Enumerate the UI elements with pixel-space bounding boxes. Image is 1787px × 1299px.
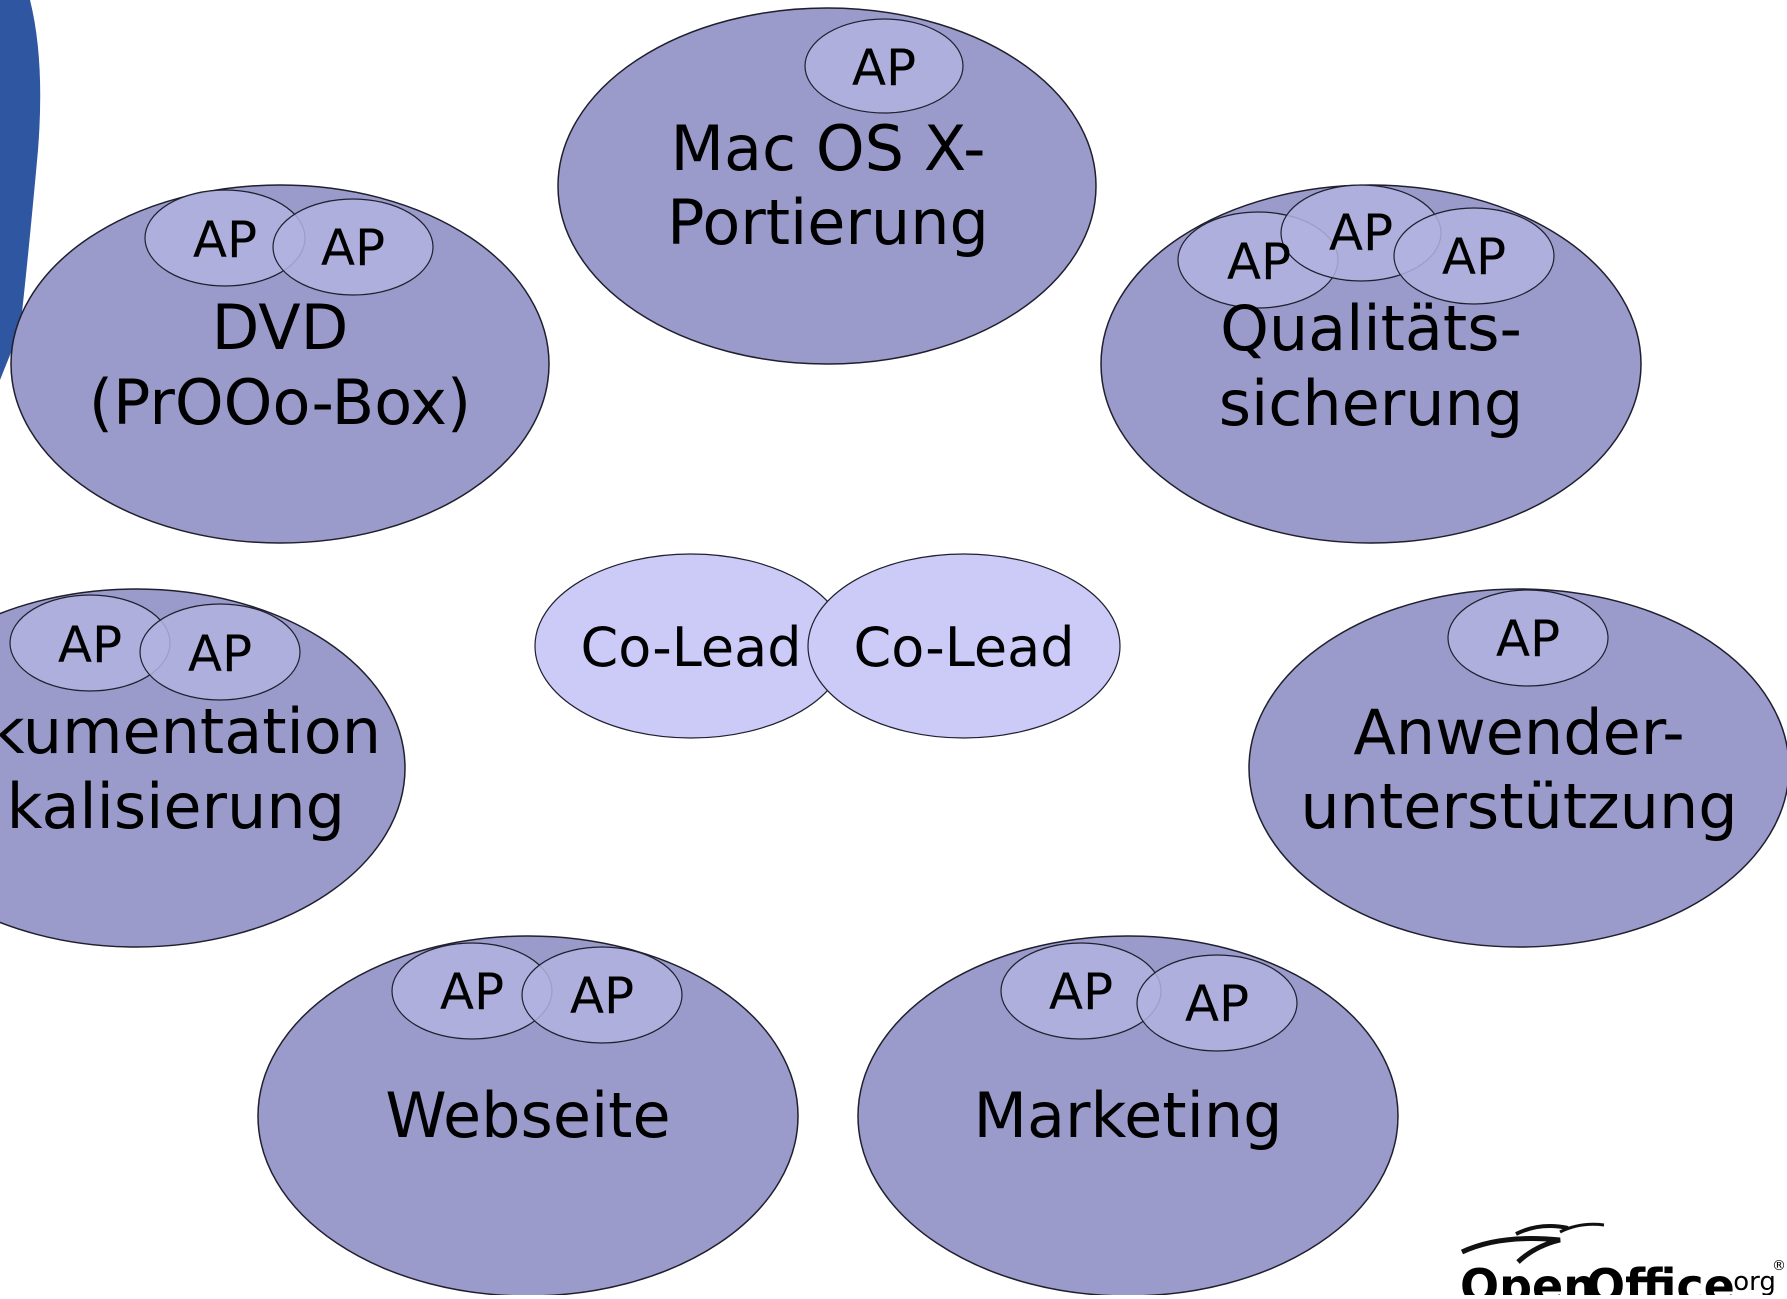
team-name-line-2: Portierung — [667, 186, 989, 259]
co-leads: Co-Lead Co-Lead — [534, 553, 1121, 739]
team-name-line-2: unterstützung — [1300, 770, 1737, 843]
team-name-line-2: (PrOOo-Box) — [89, 366, 471, 439]
team-support-ellipse — [1248, 588, 1787, 948]
ap-ellipse — [804, 18, 964, 114]
ap-ellipse — [139, 603, 301, 701]
co-lead-right-label: Co-Lead — [854, 616, 1075, 679]
ap-label: AP — [1185, 975, 1249, 1033]
co-lead-right-ellipse — [807, 553, 1121, 739]
ap-label: AP — [1442, 228, 1506, 286]
team-marketing: AP AP Marketing — [857, 935, 1399, 1297]
ap-label: AP — [1329, 204, 1393, 262]
team-mac-os-x: AP Mac OS X- Portierung — [557, 7, 1097, 365]
team-name-line-1: Anwender- — [1353, 696, 1684, 769]
ap-label: AP — [58, 616, 122, 674]
ap-label: AP — [1227, 233, 1291, 291]
team-name-line-1: kumentation — [0, 695, 381, 768]
ap-label: AP — [852, 39, 916, 97]
logo-word-office: Office — [1586, 1259, 1735, 1295]
team-name-line-1: Qualitäts- — [1220, 292, 1522, 365]
team-user-support: AP Anwender- unterstützung — [1248, 588, 1787, 948]
ap-label: AP — [321, 219, 385, 277]
team-name-line-1: Mac OS X- — [671, 112, 986, 185]
openoffice-logo: Open Office .org ® — [1460, 1222, 1786, 1299]
ap-label: AP — [188, 625, 252, 683]
team-dvd: AP AP DVD (PrOOo-Box) — [10, 184, 550, 544]
ap-label: AP — [570, 967, 634, 1025]
logo-registered-mark: ® — [1772, 1258, 1786, 1274]
team-name-line-1: Marketing — [973, 1079, 1282, 1152]
ap-ellipse — [1393, 207, 1555, 305]
team-name-line-2: kalisierung — [7, 770, 345, 843]
ap-ellipse — [1136, 954, 1298, 1052]
team-website: AP AP Webseite — [257, 935, 799, 1297]
logo-word-open: Open — [1460, 1259, 1596, 1295]
ap-ellipse — [521, 946, 683, 1044]
ap-label: AP — [440, 963, 504, 1021]
side-band-decoration — [0, 0, 41, 380]
team-name-line-1: Webseite — [385, 1079, 670, 1152]
ap-ellipse — [272, 198, 434, 296]
birds-icon — [1460, 1222, 1605, 1264]
team-name-line-2: sicherung — [1219, 367, 1524, 440]
ap-ellipse — [1447, 589, 1609, 687]
ap-label: AP — [1049, 963, 1113, 1021]
team-qa: AP AP AP Qualitäts- sicherung — [1100, 184, 1642, 544]
ap-label: AP — [1496, 610, 1560, 668]
team-mac-ellipse — [557, 7, 1097, 365]
ap-label: AP — [193, 211, 257, 269]
team-documentation: AP AP kumentation kalisierung — [0, 588, 406, 948]
team-name-line-1: DVD — [212, 291, 349, 364]
co-lead-left-label: Co-Lead — [581, 616, 802, 679]
logo-suffix: .org — [1725, 1267, 1776, 1295]
